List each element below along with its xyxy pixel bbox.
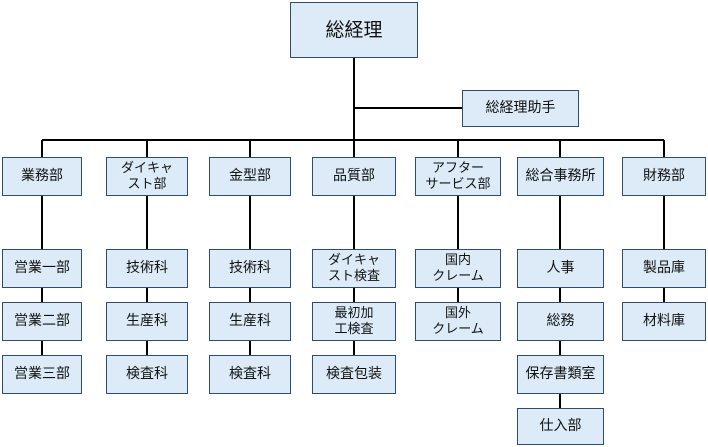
section-box-material-warehouse: 材料庫 [622,302,706,341]
dept-box-sales: 業務部 [2,157,82,196]
section-box-overseas-claims: 国外 クレーム [415,302,501,341]
section-box-mold-insp: 検査科 [209,355,291,394]
section-box-hr: 人事 [517,249,604,288]
section-box-purchasing: 仕入部 [517,408,604,445]
section-box-first-process-inspection: 最初加 工検査 [312,302,396,341]
section-box-domestic-claims: 国内 クレーム [415,249,501,288]
section-box-sales-3: 営業三部 [2,355,82,394]
dept-box-general-office: 総合事務所 [517,157,604,196]
section-box-general-affairs: 総務 [517,302,604,341]
section-box-sales-1: 営業一部 [2,249,82,288]
section-box-inspection-packing: 検査包装 [312,355,396,394]
section-box-diecast-tech: 技術科 [106,249,188,288]
section-box-product-warehouse: 製品庫 [622,249,706,288]
dept-box-finance: 財務部 [622,157,706,196]
dept-box-mold: 金型部 [209,157,291,196]
assistant-box: 総経理助手 [462,90,579,127]
section-box-sales-2: 営業二部 [2,302,82,341]
section-box-diecast-insp: 検査科 [106,355,188,394]
section-box-diecast-inspection: ダイキャ スト検査 [312,249,396,288]
section-box-records-room: 保存書類室 [517,355,604,394]
section-box-mold-tech: 技術科 [209,249,291,288]
section-box-mold-prod: 生産科 [209,302,291,341]
dept-box-aftersales: アフター サービス部 [415,157,501,196]
ceo-box: 総経理 [290,2,418,58]
section-box-diecast-prod: 生産科 [106,302,188,341]
dept-box-diecast: ダイキャ スト部 [106,157,188,196]
dept-box-quality: 品質部 [312,157,396,196]
